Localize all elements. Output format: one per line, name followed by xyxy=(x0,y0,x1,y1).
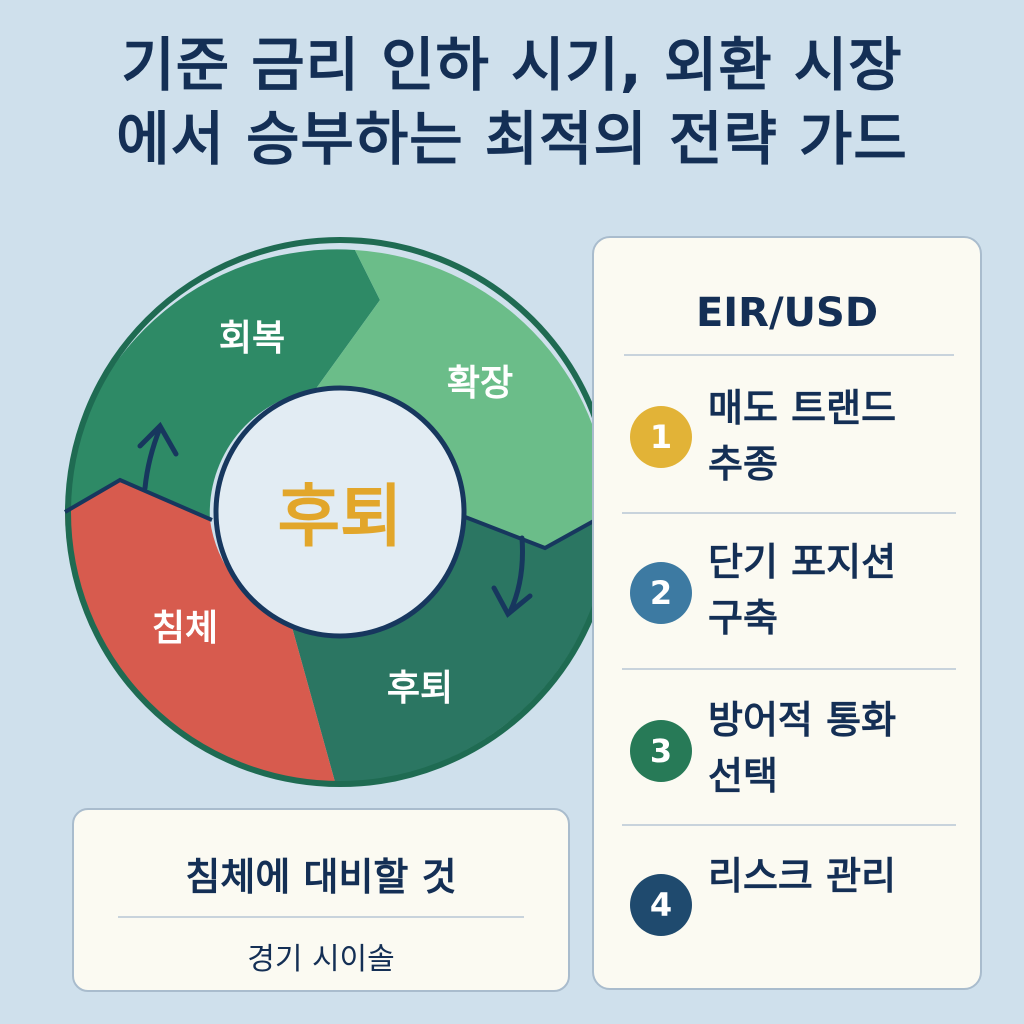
note-title: 침체에 대비할 것 xyxy=(185,855,457,899)
divider-line-right xyxy=(459,510,611,551)
strategy-text-line-2: 추종 xyxy=(708,442,778,486)
strategy-text-line-2: 선택 xyxy=(708,754,778,798)
number-badge: 1 xyxy=(630,406,692,468)
number-badge: 2 xyxy=(630,562,692,624)
strategy-text: 리스크 관리 xyxy=(708,848,958,904)
segment-recession xyxy=(290,512,610,783)
segment-label-expansion: 확장 xyxy=(447,363,513,404)
segment-depression xyxy=(65,480,335,782)
strategy-item-4: 4 리스크 관리 xyxy=(594,832,980,982)
panel-header: EIR/USD xyxy=(695,290,879,336)
segment-expansion xyxy=(315,250,610,548)
strategy-text: 매도 트랜드 추종 xyxy=(708,380,958,492)
title-line-2: 에서 승부하는 최적의 전략 가드 xyxy=(116,105,908,173)
item-divider xyxy=(622,668,956,670)
strategy-item-1: 1 매도 트랜드 추종 xyxy=(594,362,980,512)
title-line-1: 기준 금리 인하 시기, 외환 시장 xyxy=(121,31,903,99)
strategy-item-2: 2 단기 포지션 구축 xyxy=(594,520,980,670)
note-subtitle: 경기 시이솔 xyxy=(247,942,395,977)
strategy-text: 방어적 통화 선택 xyxy=(708,692,958,804)
up-arrow-icon xyxy=(137,421,179,491)
economic-cycle-diagram: 회복 확장 후퇴 침체 후퇴 xyxy=(63,237,615,787)
segment-recovery xyxy=(65,249,380,520)
strategy-text-line-2: 구축 xyxy=(708,596,778,640)
number-badge: 3 xyxy=(630,720,692,782)
item-divider xyxy=(622,512,956,514)
page-title: 기준 금리 인하 시기, 외환 시장 에서 승부하는 최적의 전략 가드 xyxy=(40,28,984,176)
item-divider xyxy=(622,824,956,826)
strategy-panel: EIR/USD 1 매도 트랜드 추종 2 단기 포지션 구축 3 방어적 통화… xyxy=(592,236,982,990)
strategy-text-line-1: 리스크 관리 xyxy=(708,854,897,898)
note-box: 침체에 대비할 것 경기 시이솔 xyxy=(72,808,570,992)
note-divider xyxy=(118,916,524,918)
number-badge: 4 xyxy=(630,874,692,936)
strategy-text-line-1: 단기 포지션 xyxy=(708,540,897,584)
center-label: 후퇴 xyxy=(277,478,402,557)
divider-line-left xyxy=(63,477,213,522)
center-circle xyxy=(213,385,467,639)
strategy-text-line-1: 방어적 통화 xyxy=(708,698,897,742)
strategy-text-line-1: 매도 트랜드 xyxy=(708,386,897,430)
strategy-item-3: 3 방어적 통화 선택 xyxy=(594,676,980,826)
strategy-text: 단기 포지션 구축 xyxy=(708,534,958,646)
segment-label-recovery: 회복 xyxy=(219,318,285,359)
down-arrow-icon xyxy=(491,535,533,618)
segment-label-depression: 침체 xyxy=(152,608,218,649)
panel-divider xyxy=(624,354,954,356)
segment-label-recession: 후퇴 xyxy=(387,668,453,709)
